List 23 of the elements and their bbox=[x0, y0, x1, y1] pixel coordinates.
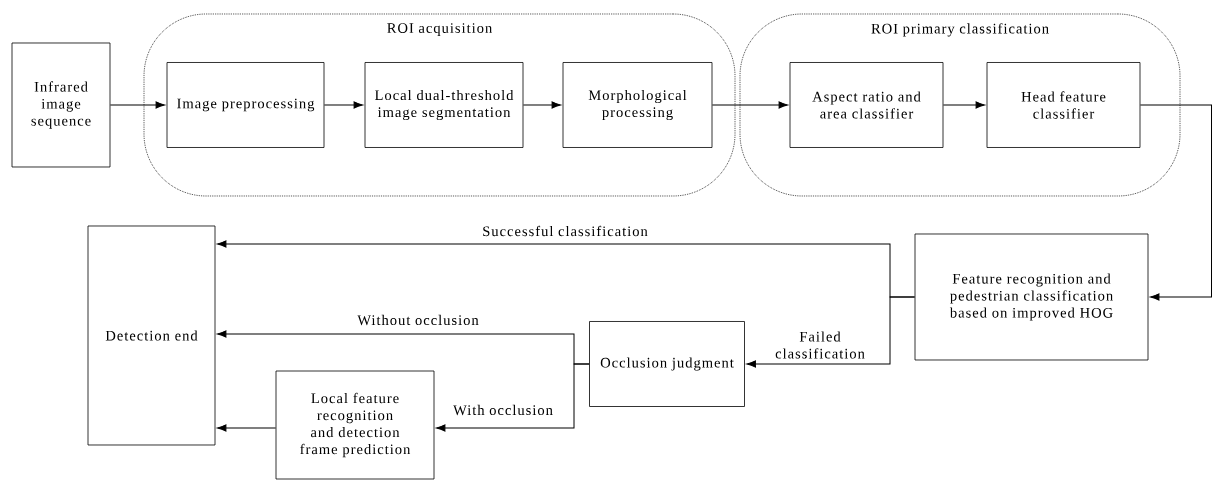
arrow bbox=[522, 101, 561, 109]
edge-label: Without occlusion bbox=[356, 313, 480, 327]
arrow bbox=[746, 296, 916, 368]
arrow bbox=[1139, 104, 1212, 301]
arrow bbox=[436, 363, 590, 432]
process-box: Infrared image sequence bbox=[11, 42, 111, 168]
edge-label: Failed classification bbox=[766, 330, 874, 360]
arrow bbox=[323, 101, 363, 109]
edge-label: With occlusion bbox=[452, 403, 554, 417]
edge-label: Successful classification bbox=[481, 224, 649, 238]
process-box: Feature recognition and pedestrian classification based on improved HOG bbox=[914, 233, 1149, 361]
process-box: Head feature classifier bbox=[986, 62, 1141, 148]
arrow bbox=[109, 101, 165, 109]
arrow bbox=[942, 101, 985, 109]
process-box: Aspect ratio and area classifier bbox=[789, 62, 944, 148]
process-box: Detection end bbox=[87, 225, 216, 446]
process-box: Morphological processing bbox=[562, 62, 713, 148]
arrow bbox=[217, 424, 277, 432]
process-box: Image preprocessing bbox=[166, 62, 325, 148]
process-box: Local feature recognition and detection frame prediction bbox=[275, 370, 435, 480]
process-box: Local dual-threshold image segmentation bbox=[364, 62, 524, 148]
process-box: Occlusion judgment bbox=[589, 321, 745, 407]
arrow bbox=[711, 101, 788, 109]
